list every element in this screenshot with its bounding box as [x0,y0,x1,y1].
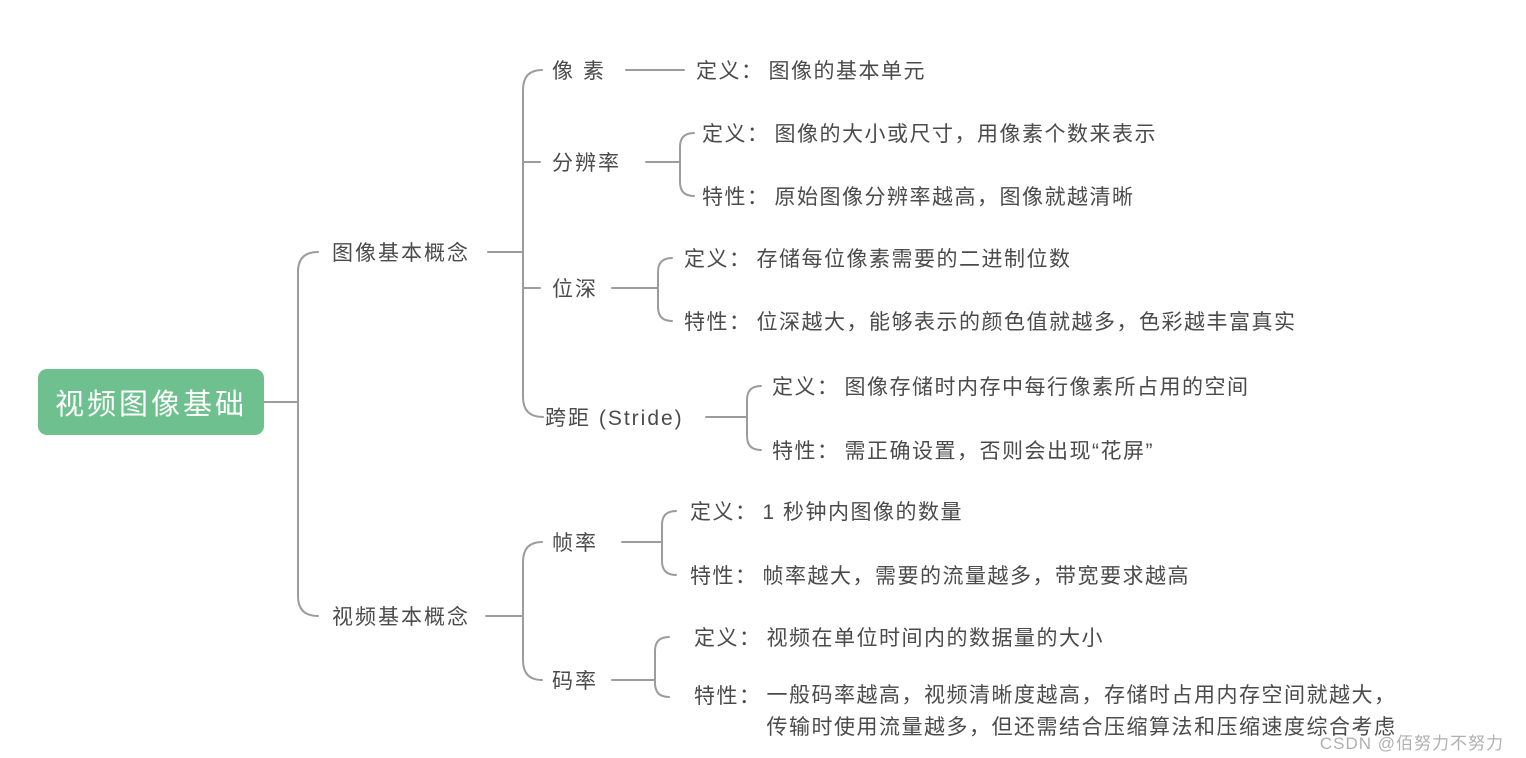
stride-children-bracket [746,385,762,451]
leaf-key: 特性： [684,311,752,334]
node-frame-rate[interactable]: 帧率 [552,532,598,555]
leaf-value: 图像的大小或尺寸，用像素个数来表示 [774,123,1157,146]
root-node-video-image-basics[interactable]: 视频图像基础 [38,369,264,435]
leaf-key: 特性： [772,440,840,463]
leaf-key: 定义： [772,376,840,399]
node-resolution[interactable]: 分辨率 [552,152,621,175]
leaf-value: 帧率越大，需要的流量越多，带宽要求越高 [762,565,1190,588]
csdn-watermark: CSDN @佰努力不努力 [1319,734,1504,753]
leaf-frame-rate-property[interactable]: 特性： 帧率越大，需要的流量越多，带宽要求越高 [690,560,1190,590]
leaf-value: 位深越大，能够表示的颜色值就越多，色彩越丰富真实 [756,311,1297,334]
root-label: 视频图像基础 [54,389,247,421]
leaf-key: 定义： [702,123,770,146]
leaf-bit-depth-property[interactable]: 特性： 位深越大，能够表示的颜色值就越多，色彩越丰富真实 [684,306,1297,336]
branch-image-basic-concepts[interactable]: 图像基本概念 [332,242,470,265]
trunk-bracket [297,251,319,617]
resolution-children-bracket [679,132,695,197]
leaf-value: 原始图像分辨率越高，图像就越清晰 [774,186,1135,209]
leaf-value: 图像存储时内存中每行像素所占用的空间 [844,376,1250,399]
leaf-key: 特性： [690,565,758,588]
leaf-bit-depth-definition[interactable]: 定义： 存储每位像素需要的二进制位数 [684,243,1072,273]
leaf-key: 定义： [690,501,758,524]
branch-video-basic-concepts[interactable]: 视频基本概念 [332,606,470,629]
leaf-value: 1 秒钟内图像的数量 [762,501,964,524]
bitrate-children-bracket [654,636,670,698]
leaf-key: 特性： [702,186,770,209]
node-bit-depth[interactable]: 位深 [552,278,598,301]
leaf-stride-definition[interactable]: 定义： 图像存储时内存中每行像素所占用的空间 [772,371,1250,401]
leaf-key: 定义： [694,627,762,650]
leaf-value: 图像的基本单元 [768,60,926,83]
leaf-stride-property[interactable]: 特性： 需正确设置，否则会出现“花屏” [772,435,1154,465]
leaf-resolution-definition[interactable]: 定义： 图像的大小或尺寸，用像素个数来表示 [702,118,1157,148]
leaf-value: 存储每位像素需要的二进制位数 [756,248,1072,271]
image-children-bracket [522,69,544,418]
leaf-value: 一般码率越高，视频清晰度越高，存储时占用内存空间就越大， 传输时使用流量越多，但… [766,684,1397,739]
leaf-key: 定义： [684,248,752,271]
leaf-bit-rate-definition[interactable]: 定义： 视频在单位时间内的数据量的大小 [694,622,1104,652]
leaf-resolution-property[interactable]: 特性： 原始图像分辨率越高，图像就越清晰 [702,181,1135,211]
leaf-pixel-definition[interactable]: 定义： 图像的基本单元 [696,55,926,85]
leaf-value: 视频在单位时间内的数据量的大小 [766,627,1104,650]
node-bit-rate[interactable]: 码率 [552,670,598,693]
leaf-frame-rate-definition[interactable]: 定义： 1 秒钟内图像的数量 [690,496,963,526]
leaf-bit-rate-property[interactable]: 特性： 一般码率越高，视频清晰度越高，存储时占用内存空间就越大， 传输时使用流量… [694,680,1397,744]
node-pixel[interactable]: 像 素 [552,60,606,83]
leaf-key: 定义： [696,60,764,83]
bitdepth-children-bracket [657,257,673,322]
leaf-key: 特性： [694,685,762,708]
node-stride[interactable]: 跨距 (Stride) [545,407,684,430]
leaf-value: 需正确设置，否则会出现“花屏” [844,440,1154,463]
video-children-bracket [522,541,543,681]
framerate-children-bracket [661,510,677,576]
